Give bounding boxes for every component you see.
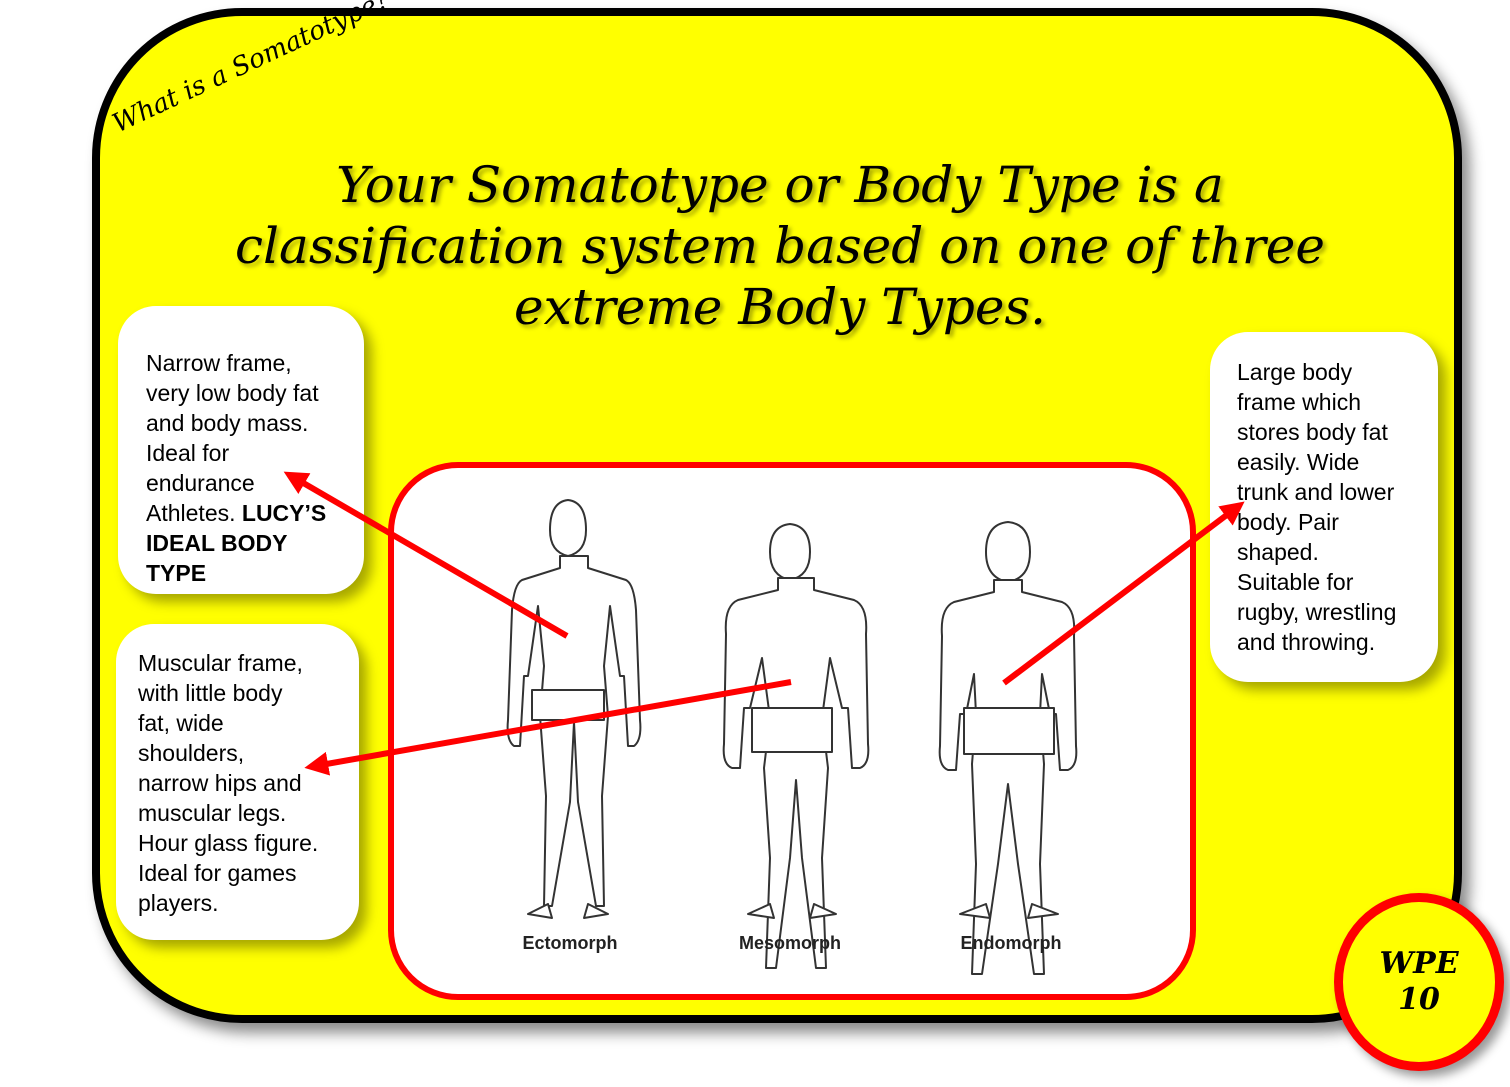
endo-line-9: rugby, wrestling xyxy=(1237,599,1397,625)
meso-line-7: Hour glass figure. xyxy=(138,830,319,856)
ecto-line-3: and body mass. xyxy=(146,410,309,436)
meso-line-5: narrow hips and xyxy=(138,770,302,796)
ecto-line-4: Ideal for xyxy=(146,440,230,466)
meso-line-1: Muscular frame, xyxy=(138,650,303,676)
ecto-line-6: Athletes. LUCY’S xyxy=(146,498,352,528)
ecto-line-1: Narrow frame, xyxy=(146,350,292,376)
meso-line-3: fat, wide xyxy=(138,710,224,736)
mesomorph-description-box: Muscular frame, with little body fat, wi… xyxy=(116,624,359,940)
meso-line-6: muscular legs. xyxy=(138,800,287,826)
headline: Your Somatotype or Body Type is a classi… xyxy=(200,155,1360,338)
ecto-athletes-text: Athletes. xyxy=(146,500,242,526)
meso-line-4: shoulders, xyxy=(138,740,245,766)
headline-line-2: classification system based on one of th… xyxy=(235,217,1325,275)
badge-line-2: 10 xyxy=(1398,982,1440,1017)
ectomorph-description-box: Narrow frame, very low body fat and body… xyxy=(118,306,364,594)
meso-line-9: players. xyxy=(138,890,219,916)
ecto-line-2: very low body fat xyxy=(146,380,319,406)
mesomorph-label: Mesomorph xyxy=(738,933,841,953)
endomorph-label: Endomorph xyxy=(960,933,1062,953)
headline-line-1: Your Somatotype or Body Type is a xyxy=(336,156,1224,214)
ecto-bold-ideal: IDEAL BODY TYPE xyxy=(146,530,288,586)
endo-line-8: Suitable for xyxy=(1237,569,1354,595)
endo-line-5: trunk and lower xyxy=(1237,479,1395,505)
wpe-badge: WPE 10 xyxy=(1334,893,1504,1071)
meso-line-8: Ideal for games xyxy=(138,860,297,886)
endo-line-3: stores body fat xyxy=(1237,419,1388,445)
endo-line-7: shaped. xyxy=(1237,539,1319,565)
ecto-bold-lucys: LUCY’S xyxy=(241,500,327,526)
endo-line-2: frame which xyxy=(1237,389,1361,415)
endomorph-description-box: Large body frame which stores body fat e… xyxy=(1210,332,1438,682)
ecto-line-5: endurance xyxy=(146,470,255,496)
endo-line-6: body. Pair xyxy=(1237,509,1339,535)
badge-line-1: WPE xyxy=(1379,946,1459,981)
body-types-illustration-frame xyxy=(388,462,1196,1000)
ectomorph-label: Ectomorph xyxy=(522,933,618,953)
headline-line-3: extreme Body Types. xyxy=(513,278,1046,336)
meso-line-2: with little body xyxy=(138,680,283,706)
endo-line-1: Large body xyxy=(1237,359,1353,385)
endo-line-10: and throwing. xyxy=(1237,629,1376,655)
endo-line-4: easily. Wide xyxy=(1237,449,1360,475)
